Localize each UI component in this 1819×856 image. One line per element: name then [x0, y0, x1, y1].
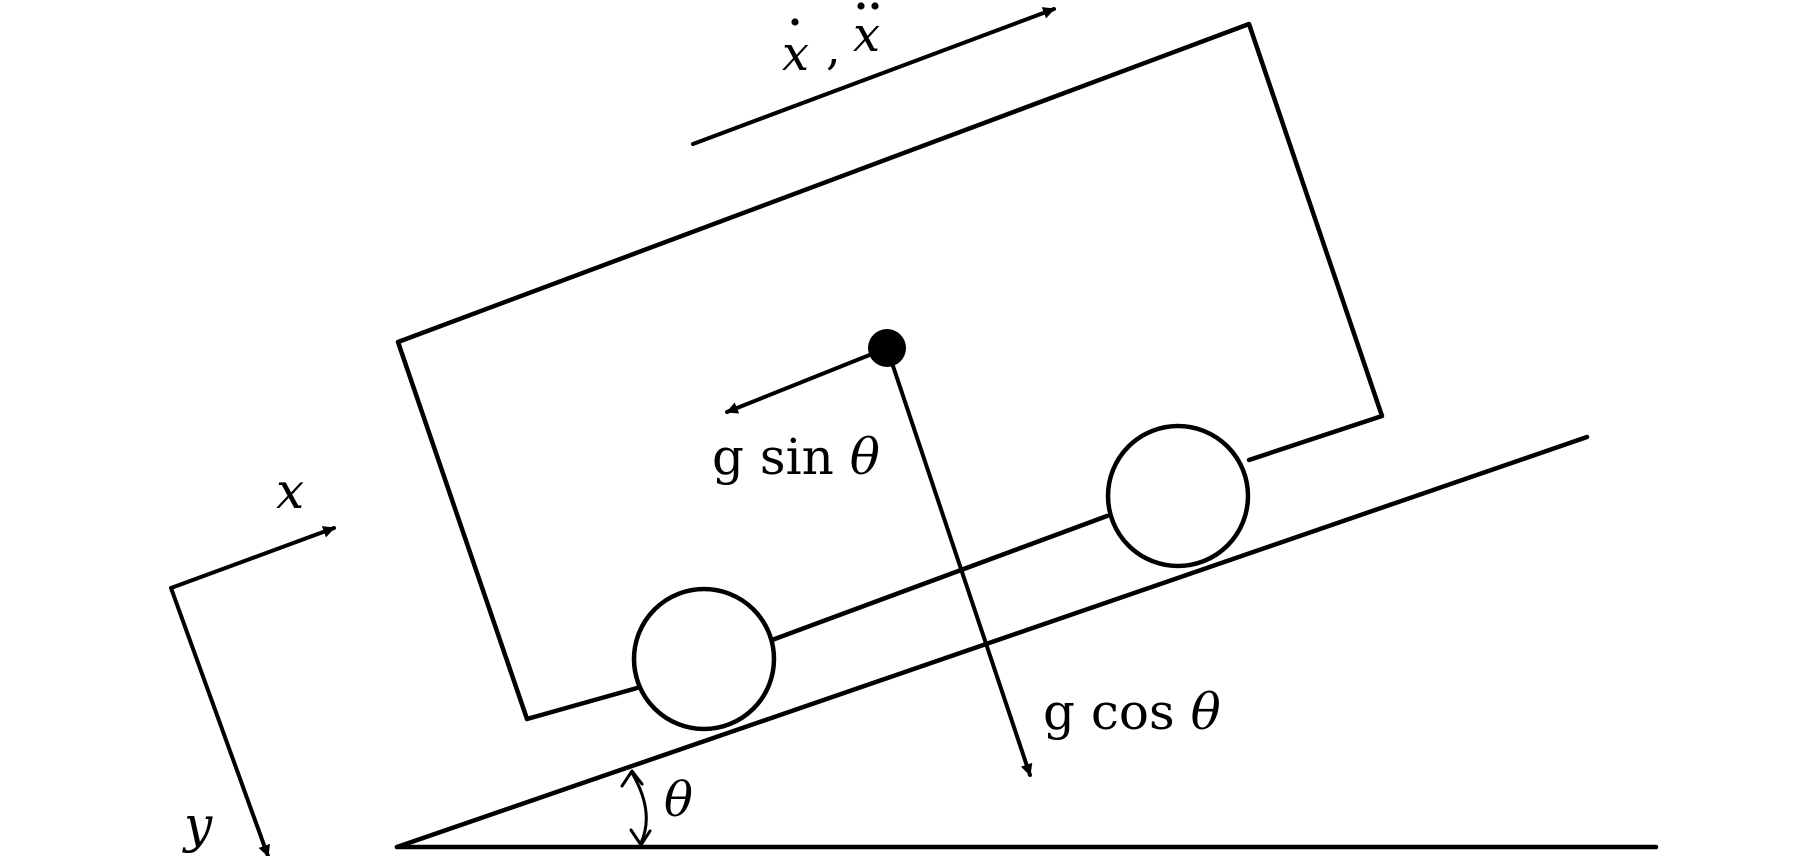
gcos-arrow: [885, 346, 1033, 777]
velocity-label: x , x: [782, 2, 880, 82]
axis-y-label: y: [182, 796, 213, 854]
gcos-label: g cos θ: [1043, 683, 1221, 741]
incline-line: [394, 434, 1590, 850]
gsin-g: g: [712, 428, 744, 486]
y-axis-arrow: [169, 586, 270, 856]
angle-arrow-top: [620, 769, 644, 788]
gsin-fn: sin: [760, 428, 834, 486]
velocity-arrow: [691, 7, 1056, 146]
gcos-fn: cos: [1091, 683, 1175, 741]
gsin-arrow: [725, 346, 889, 414]
gcos-theta: θ: [1191, 683, 1221, 741]
gsin-label: g sin θ: [712, 428, 880, 486]
gsin-theta: θ: [850, 428, 880, 486]
front-wheel: [1105, 423, 1251, 569]
x-ddot-mark-2: [871, 2, 879, 10]
x-dot-mark: [791, 18, 799, 26]
x-dot-label: x: [782, 26, 809, 82]
cart-bottom-middle: [769, 513, 1110, 643]
rear-wheel: [631, 586, 777, 732]
velocity-comma: ,: [826, 21, 841, 75]
axis-x-label: x: [276, 462, 304, 520]
angle-arc: [630, 771, 648, 845]
cart-body: [395, 21, 1385, 722]
angle-arrow-bottom: [629, 828, 652, 847]
x-ddot-mark-1: [857, 2, 865, 10]
angle-theta-label: θ: [664, 772, 693, 828]
gcos-g: g: [1043, 683, 1075, 741]
center-of-mass-dot: [868, 329, 906, 367]
x-axis-arrow: [169, 526, 336, 590]
x-ddot-label: x: [853, 7, 880, 63]
